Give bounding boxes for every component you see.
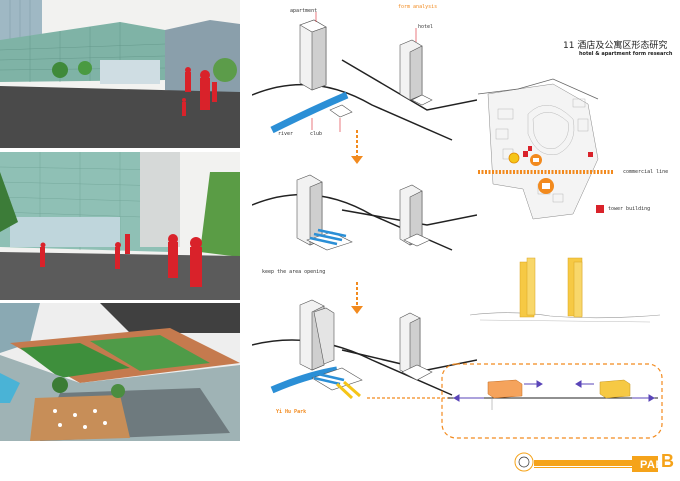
- legend-tower-building: tower building: [608, 206, 651, 212]
- diagram-row-1: [252, 12, 477, 141]
- label-club: club: [310, 131, 323, 137]
- render-street-view-top: [0, 0, 240, 148]
- render-street-view-middle: [0, 152, 240, 300]
- commercial-line-detail: [441, 363, 663, 439]
- site-plan: [478, 74, 618, 224]
- diagram-row-3: [252, 299, 477, 400]
- legend-swatch-tower: [596, 205, 604, 213]
- page-title: 11 酒店及公寓区形态研究: [563, 41, 668, 51]
- render-aerial-view: [0, 303, 240, 441]
- label-form-analysis: form analysis: [398, 4, 438, 10]
- label-yi-hu-park: Yi Hu Park: [276, 409, 307, 415]
- label-river: river: [278, 131, 294, 137]
- page-subtitle: hotel & apartment form research: [579, 51, 673, 57]
- label-keep-area-opening: keep the area opening: [262, 269, 326, 275]
- diagram-row-2: [252, 174, 477, 251]
- form-analysis-diagrams: [252, 12, 477, 400]
- label-apartment: apartment: [290, 8, 318, 14]
- part-letter: B: [661, 451, 674, 471]
- legend-commercial-line: commercial line: [623, 169, 669, 175]
- part-label: PART: [640, 459, 672, 471]
- footer-band: [514, 452, 658, 472]
- tower-elevation: [470, 257, 660, 323]
- label-hotel: hotel: [418, 24, 434, 30]
